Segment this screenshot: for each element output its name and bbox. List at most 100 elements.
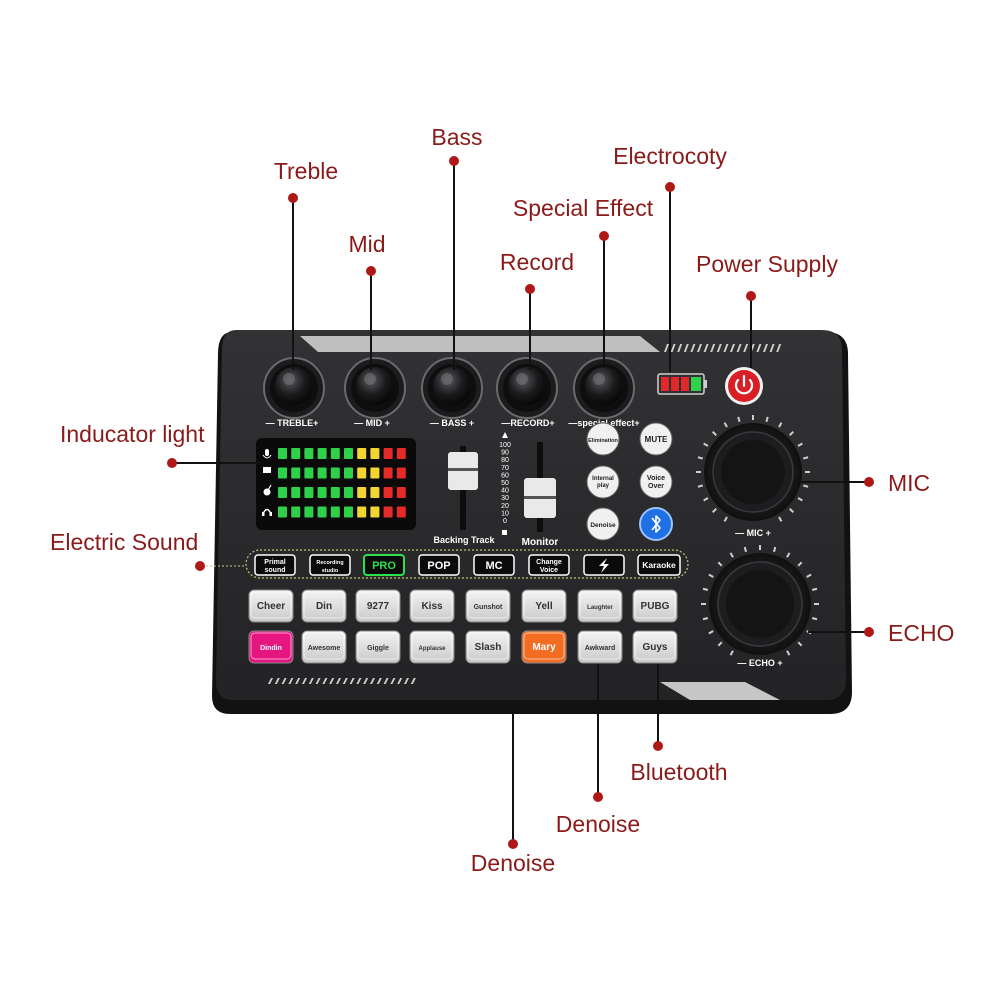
led-segment bbox=[344, 448, 353, 459]
svg-text:Denoise: Denoise bbox=[590, 522, 616, 529]
bass-knob[interactable] bbox=[421, 357, 483, 419]
special-effect-callout: Special Effect bbox=[513, 195, 654, 221]
pad-awesome[interactable]: Awesome bbox=[301, 630, 347, 664]
record-knob[interactable] bbox=[496, 357, 558, 419]
led-segment bbox=[317, 467, 327, 479]
power-supply-callout: Power Supply bbox=[696, 251, 838, 277]
mc-mode-button[interactable]: MC bbox=[473, 554, 515, 576]
denoise-dot-2 bbox=[508, 839, 518, 849]
pad-yell[interactable]: Yell bbox=[521, 589, 567, 623]
monitor-fader[interactable] bbox=[524, 442, 556, 532]
pad-cheer[interactable]: Cheer bbox=[248, 589, 294, 623]
pad-slash[interactable]: Slash bbox=[465, 630, 511, 664]
bluetooth-button[interactable] bbox=[639, 507, 673, 541]
denoise-callout-1: Denoise bbox=[556, 811, 640, 837]
internal-play-button[interactable]: Internal play bbox=[586, 465, 620, 499]
pro-mode-button[interactable]: PRO bbox=[363, 554, 405, 576]
top-stripe bbox=[300, 336, 660, 352]
led-segment bbox=[291, 506, 301, 518]
echo-callout: ECHO bbox=[888, 620, 954, 646]
svg-text:play: play bbox=[597, 483, 610, 489]
pad-awkward[interactable]: Awkward bbox=[577, 630, 623, 664]
led-segment bbox=[383, 487, 393, 498]
led-segment bbox=[278, 467, 287, 479]
led-segment bbox=[357, 506, 367, 518]
led-segment bbox=[396, 487, 406, 498]
led-segment bbox=[344, 506, 353, 518]
pad-kiss[interactable]: Kiss bbox=[409, 589, 455, 623]
led-segment bbox=[304, 487, 314, 498]
treble-knob[interactable] bbox=[263, 357, 325, 419]
power-button[interactable] bbox=[725, 367, 763, 405]
pad-din[interactable]: Din bbox=[301, 589, 347, 623]
led-segment bbox=[357, 487, 367, 498]
pop-mode-button[interactable]: POP bbox=[418, 554, 460, 576]
indicator-light-dot bbox=[167, 458, 177, 468]
mid-knob[interactable] bbox=[344, 357, 406, 419]
led-segment bbox=[330, 487, 340, 498]
hatch-bottom bbox=[268, 678, 416, 684]
pad-guys[interactable]: Guys bbox=[632, 630, 678, 664]
pad-label: Awesome bbox=[308, 645, 341, 652]
led-segment bbox=[278, 487, 287, 498]
electric-sound-dot bbox=[195, 561, 205, 571]
callout-labels: Treble Mid Bass Electrocoty Special Effe… bbox=[50, 124, 954, 876]
voice-over-button[interactable]: Voice Over bbox=[639, 465, 673, 499]
led-grid bbox=[278, 448, 406, 518]
record-dot bbox=[525, 284, 535, 294]
recording-studio-mode-button[interactable]: Recording studio bbox=[309, 554, 351, 576]
electric-mode-button[interactable] bbox=[583, 554, 625, 576]
pad-giggle[interactable]: Giggle bbox=[355, 630, 401, 664]
svg-text:PRO: PRO bbox=[372, 560, 396, 572]
led-segment bbox=[304, 448, 314, 459]
pad-pubg[interactable]: PUBG bbox=[632, 589, 678, 623]
led-segment bbox=[291, 487, 301, 498]
elimination-button[interactable]: Elimination bbox=[586, 422, 620, 456]
svg-text:Voice: Voice bbox=[647, 475, 665, 482]
power-icon bbox=[734, 374, 754, 395]
indicator-light-panel bbox=[256, 438, 416, 530]
fader-scale-tick: 100 bbox=[499, 442, 511, 449]
special-effect-knob[interactable] bbox=[573, 357, 635, 419]
denoise-button[interactable]: Denoise bbox=[586, 507, 620, 541]
led-segment bbox=[304, 506, 314, 518]
record-callout: Record bbox=[500, 249, 574, 275]
pad-label: Mary bbox=[532, 642, 556, 653]
pad-label: Dindin bbox=[260, 645, 282, 652]
primal-sound-mode-button[interactable]: Primal sound bbox=[254, 554, 296, 576]
svg-text:Change: Change bbox=[536, 559, 562, 566]
power-supply-dot bbox=[746, 291, 756, 301]
lightning-icon bbox=[599, 558, 609, 573]
svg-text:Karaoke: Karaoke bbox=[642, 560, 676, 570]
fader-scale-tick: 50 bbox=[501, 480, 509, 487]
pad-9277[interactable]: 9277 bbox=[355, 589, 401, 623]
led-segment bbox=[291, 448, 301, 459]
pad-label: Laughter bbox=[587, 605, 613, 611]
fader-scale-tick: 80 bbox=[501, 457, 509, 464]
led-segment bbox=[370, 487, 380, 498]
treble-dot bbox=[288, 193, 298, 203]
mute-button[interactable]: MUTE bbox=[639, 422, 673, 456]
backing-track-fader[interactable] bbox=[448, 446, 478, 530]
svg-text:Internal: Internal bbox=[592, 476, 614, 482]
battery-indicator-icon bbox=[657, 373, 707, 395]
pad-laughter[interactable]: Laughter bbox=[577, 589, 623, 623]
led-segment bbox=[383, 467, 393, 479]
echo-knob[interactable] bbox=[701, 545, 819, 656]
svg-text:Elimination: Elimination bbox=[588, 438, 618, 444]
pad-label: PUBG bbox=[641, 601, 670, 612]
bluetooth-icon bbox=[651, 515, 661, 533]
denoise-dot-1 bbox=[593, 792, 603, 802]
karaoke-mode-button[interactable]: Karaoke bbox=[637, 554, 681, 576]
mic-knob[interactable] bbox=[696, 415, 810, 522]
pad-dindin[interactable]: Dindin bbox=[248, 630, 294, 664]
svg-text:Voice: Voice bbox=[540, 567, 558, 574]
change-voice-mode-button[interactable]: Change Voice bbox=[528, 554, 570, 576]
pad-label: 9277 bbox=[367, 601, 390, 612]
led-segment bbox=[317, 506, 327, 518]
pad-applause[interactable]: Applause bbox=[409, 630, 455, 664]
pad-gunshot[interactable]: Gunshot bbox=[465, 589, 511, 623]
pad-mary[interactable]: Mary bbox=[521, 630, 567, 664]
